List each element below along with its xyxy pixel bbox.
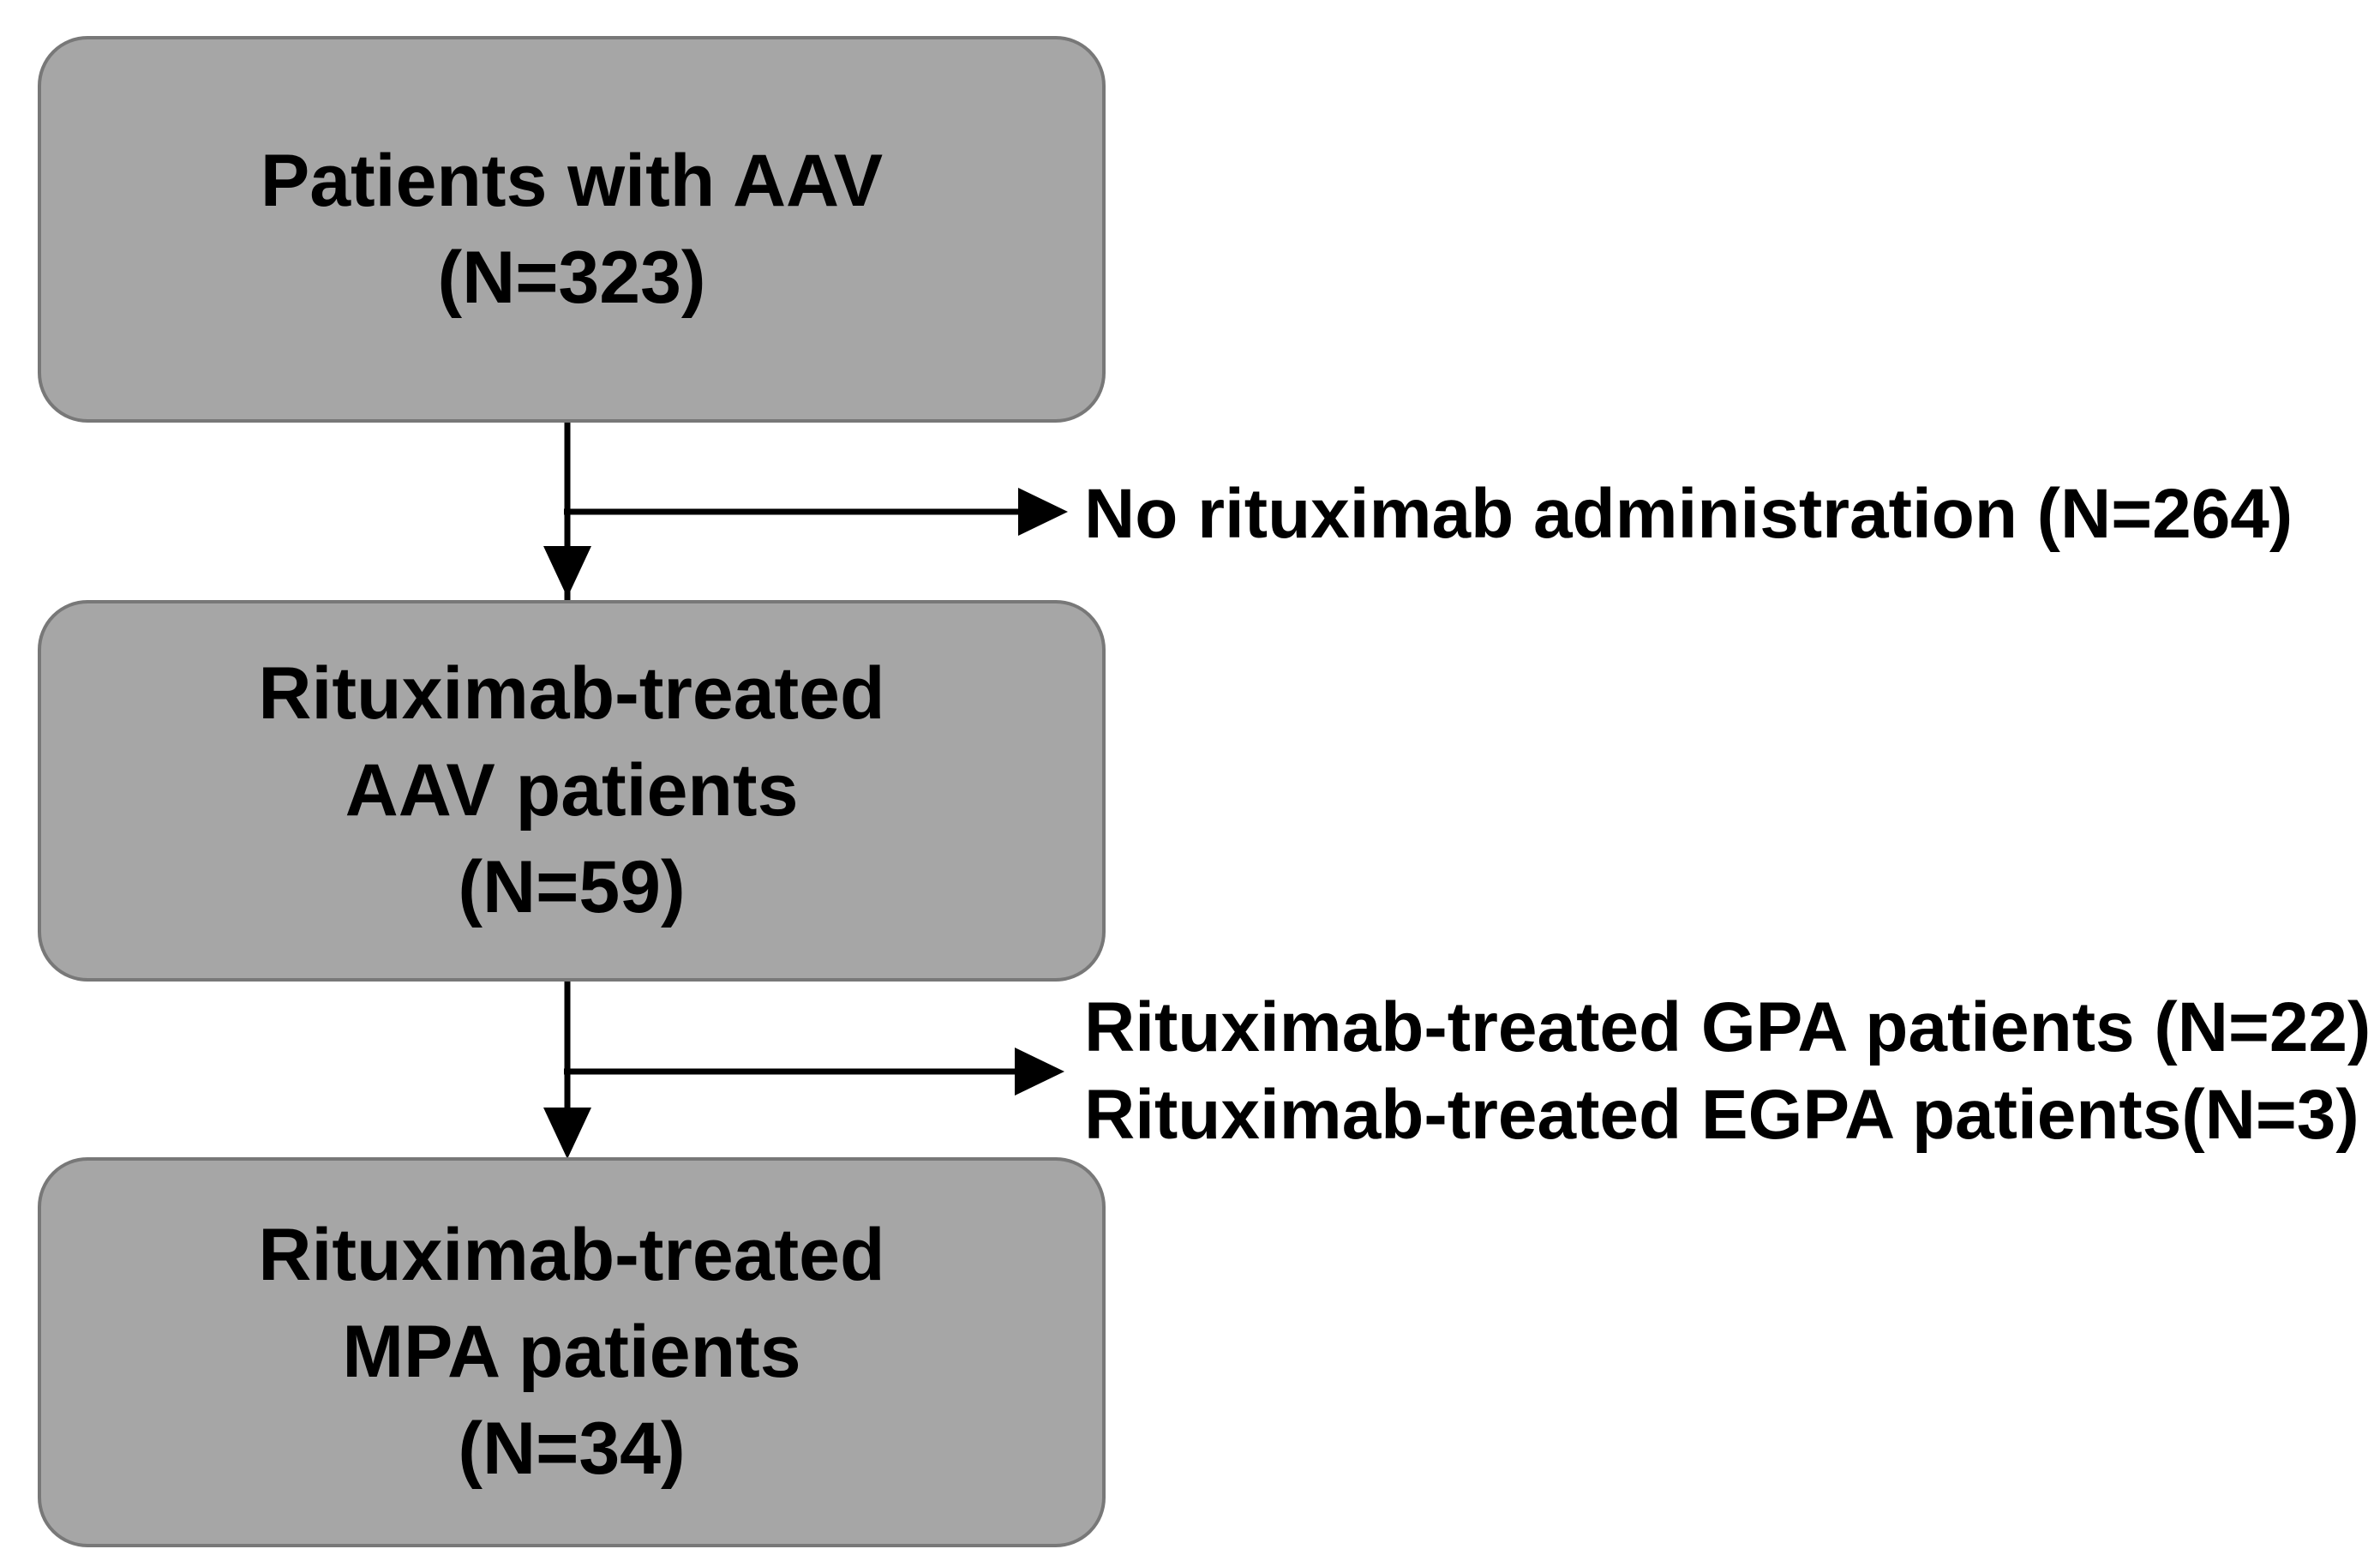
flow-box-patients-aav: Patients with AAV (N=323) [38,36,1106,423]
box-count-line: (N=59) [458,846,686,928]
arrowhead-down-2 [543,1108,591,1159]
arrowhead-right-1 [1018,488,1068,536]
box-count-line: (N=34) [458,1408,686,1490]
arrowhead-right-2 [1015,1048,1064,1096]
box-label-line: Patients with AAV [260,139,884,222]
flow-box-rituximab-mpa: Rituximab-treated MPA patients (N=34) [38,1157,1106,1547]
box-count-line: (N=323) [437,236,706,319]
exclusion-note-no-rituximab: No rituximab administration (N=264) [1084,471,2293,558]
exclusion-text: Rituximab-treated EGPA patients(N=3) [1084,1076,2359,1154]
box-label-line: AAV patients [345,749,799,832]
box-label-line: Rituximab-treated [258,1214,885,1296]
flow-box-rituximab-aav: Rituximab-treated AAV patients (N=59) [38,600,1106,982]
box-label-line: MPA patients [342,1311,801,1393]
exclusion-text: No rituximab administration (N=264) [1084,475,2293,553]
exclusion-note-gpa-egpa: Rituximab-treated GPA patients (N=22) Ri… [1084,984,2371,1159]
exclusion-text: Rituximab-treated GPA patients (N=22) [1084,988,2371,1066]
arrowhead-down-1 [543,546,591,597]
box-label-line: Rituximab-treated [258,652,885,735]
branch-2 [543,1048,1064,1159]
